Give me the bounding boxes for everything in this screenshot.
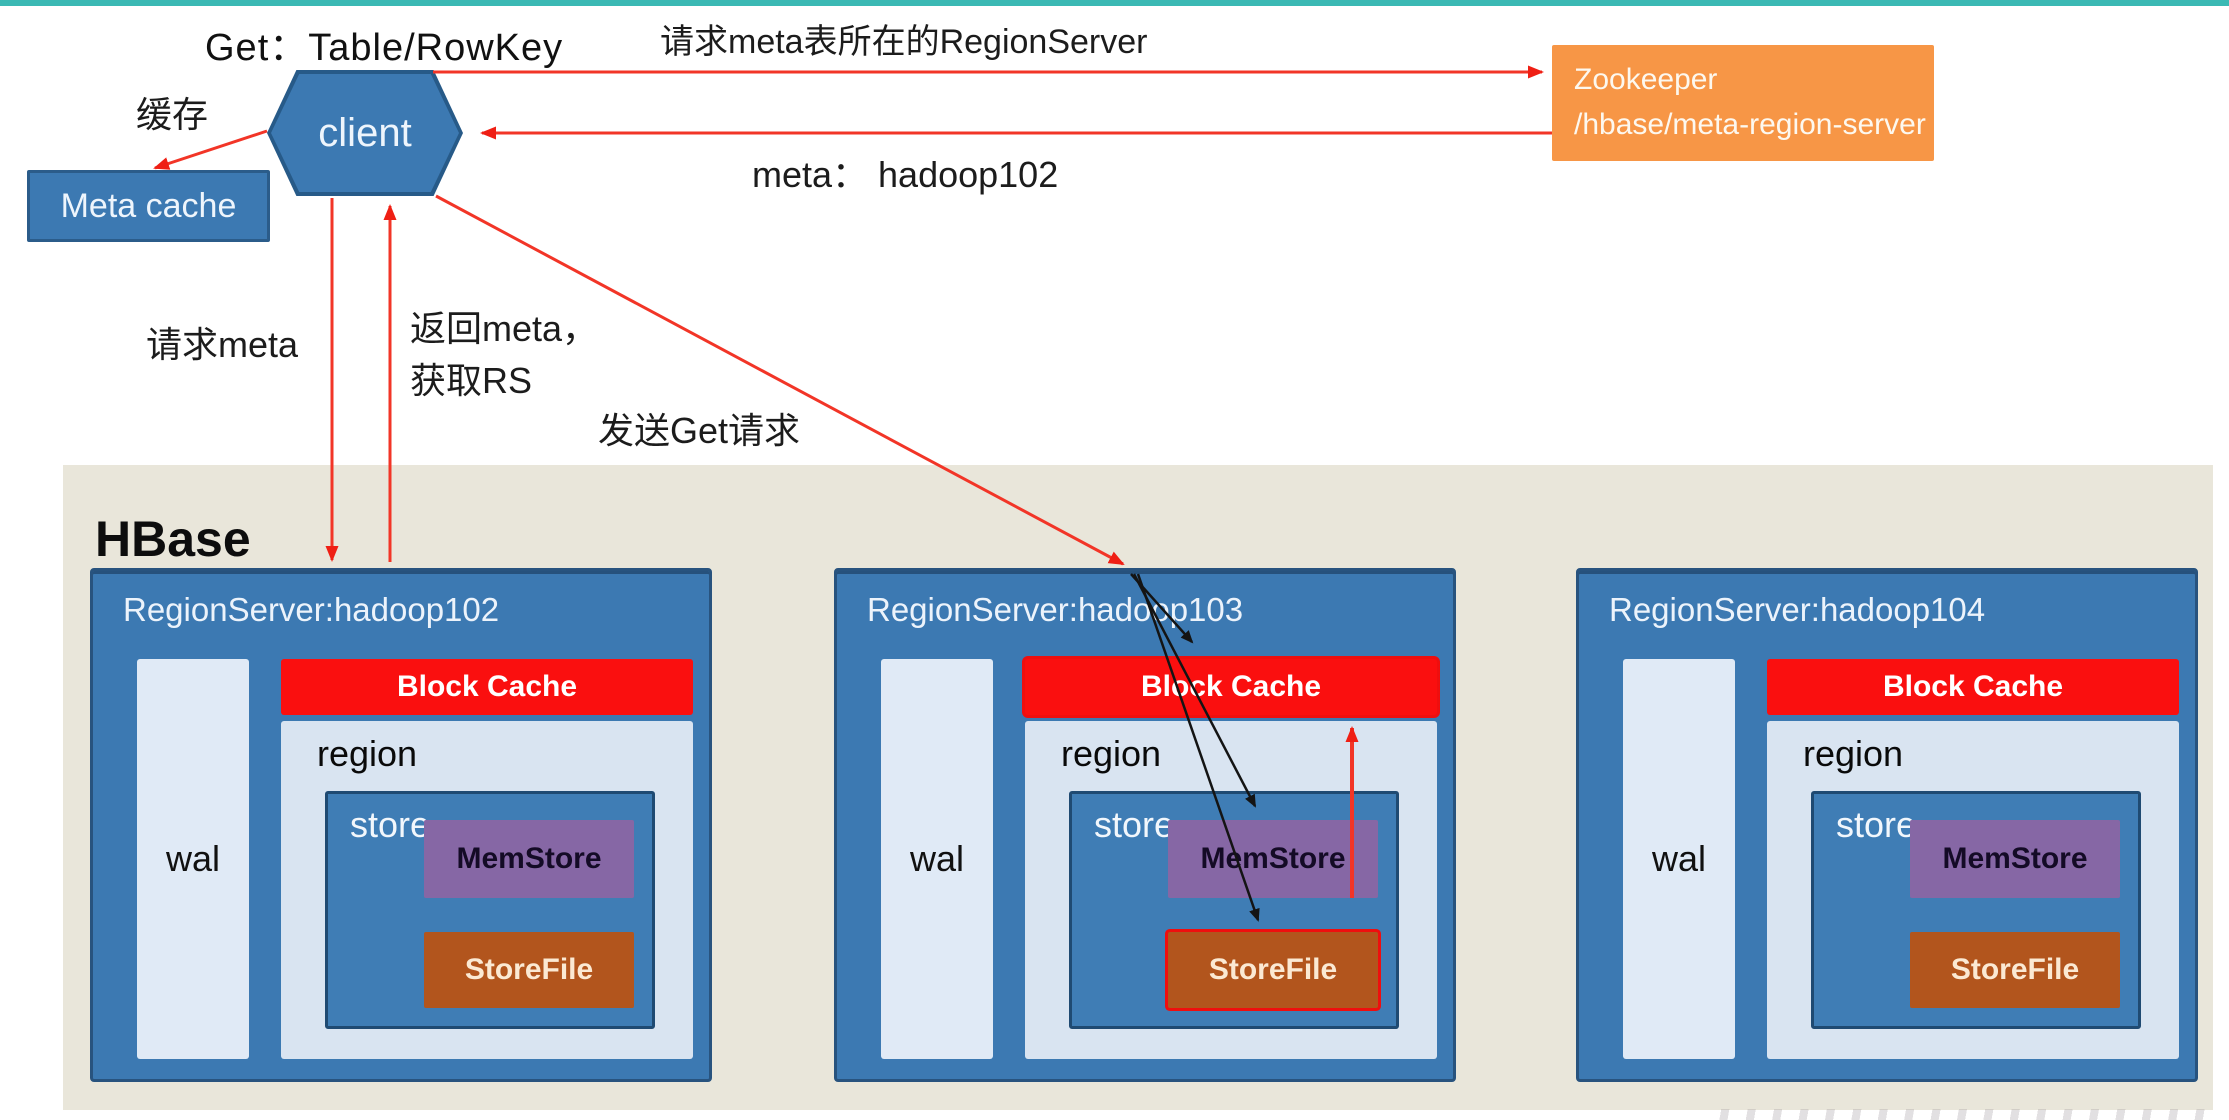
client-node: client: [267, 70, 463, 196]
store-label: store: [1094, 804, 1175, 845]
label-return-meta-line1: 返回meta，: [410, 308, 599, 349]
regionserver-name: RegionServer:hadoop104: [1609, 591, 1986, 628]
top-accent-bar: [0, 0, 2229, 6]
meta-cache-label: Meta cache: [60, 186, 237, 225]
store-label: store: [1836, 804, 1917, 845]
regionserver-hadoop104: RegionServer:hadoop104 wal Block Cache r…: [1576, 568, 2198, 1082]
region-label: region: [1803, 733, 1904, 774]
label-cache: 缓存: [136, 94, 209, 135]
diagram-title: Get：Table/RowKey: [205, 27, 564, 69]
client-node-label: client: [271, 74, 459, 192]
label-meta-result: meta： hadoop102: [752, 154, 1059, 195]
label-send-get: 发送Get请求: [598, 410, 801, 451]
region-box: region store MemStore StoreFile: [1767, 721, 2179, 1059]
region-label: region: [1061, 733, 1162, 774]
block-cache-box-highlighted: Block Cache: [1025, 659, 1437, 715]
regionserver-name: RegionServer:hadoop102: [123, 591, 500, 628]
region-box: region store MemStore StoreFile: [1025, 721, 1437, 1059]
regionserver-hadoop103: RegionServer:hadoop103 wal Block Cache r…: [834, 568, 1456, 1082]
zookeeper-znode-path: /hbase/meta-region-server: [1574, 108, 1926, 141]
memstore-box: MemStore: [424, 820, 634, 898]
block-cache-box: Block Cache: [281, 659, 693, 715]
label-request-meta-rs: 请求meta表所在的RegionServer: [660, 23, 1148, 61]
watermark-marks: [1703, 1109, 2208, 1120]
label-return-meta-line2: 获取RS: [410, 360, 533, 401]
regionserver-hadoop102: RegionServer:hadoop102 wal Block Cache r…: [90, 568, 712, 1082]
store-box: store MemStore StoreFile: [1069, 791, 1399, 1029]
storefile-box-highlighted: StoreFile: [1168, 932, 1378, 1008]
memstore-box: MemStore: [1168, 820, 1378, 898]
region-box: region store MemStore StoreFile: [281, 721, 693, 1059]
wal-box: wal: [1623, 659, 1735, 1059]
storefile-box: StoreFile: [424, 932, 634, 1008]
zookeeper-node: Zookeeper /hbase/meta-region-server: [1552, 45, 1934, 161]
wal-box: wal: [881, 659, 993, 1059]
hbase-title: HBase: [95, 511, 251, 567]
store-box: store MemStore StoreFile: [1811, 791, 2141, 1029]
block-cache-box: Block Cache: [1767, 659, 2179, 715]
label-request-meta: 请求meta: [146, 324, 299, 365]
storefile-box: StoreFile: [1910, 932, 2120, 1008]
wal-box: wal: [137, 659, 249, 1059]
memstore-box: MemStore: [1910, 820, 2120, 898]
region-label: region: [317, 733, 418, 774]
meta-cache-node: Meta cache: [27, 170, 270, 242]
zookeeper-title: Zookeeper: [1574, 63, 1718, 96]
regionserver-name: RegionServer:hadoop103: [867, 591, 1244, 628]
store-label: store: [350, 804, 431, 845]
store-box: store MemStore StoreFile: [325, 791, 655, 1029]
